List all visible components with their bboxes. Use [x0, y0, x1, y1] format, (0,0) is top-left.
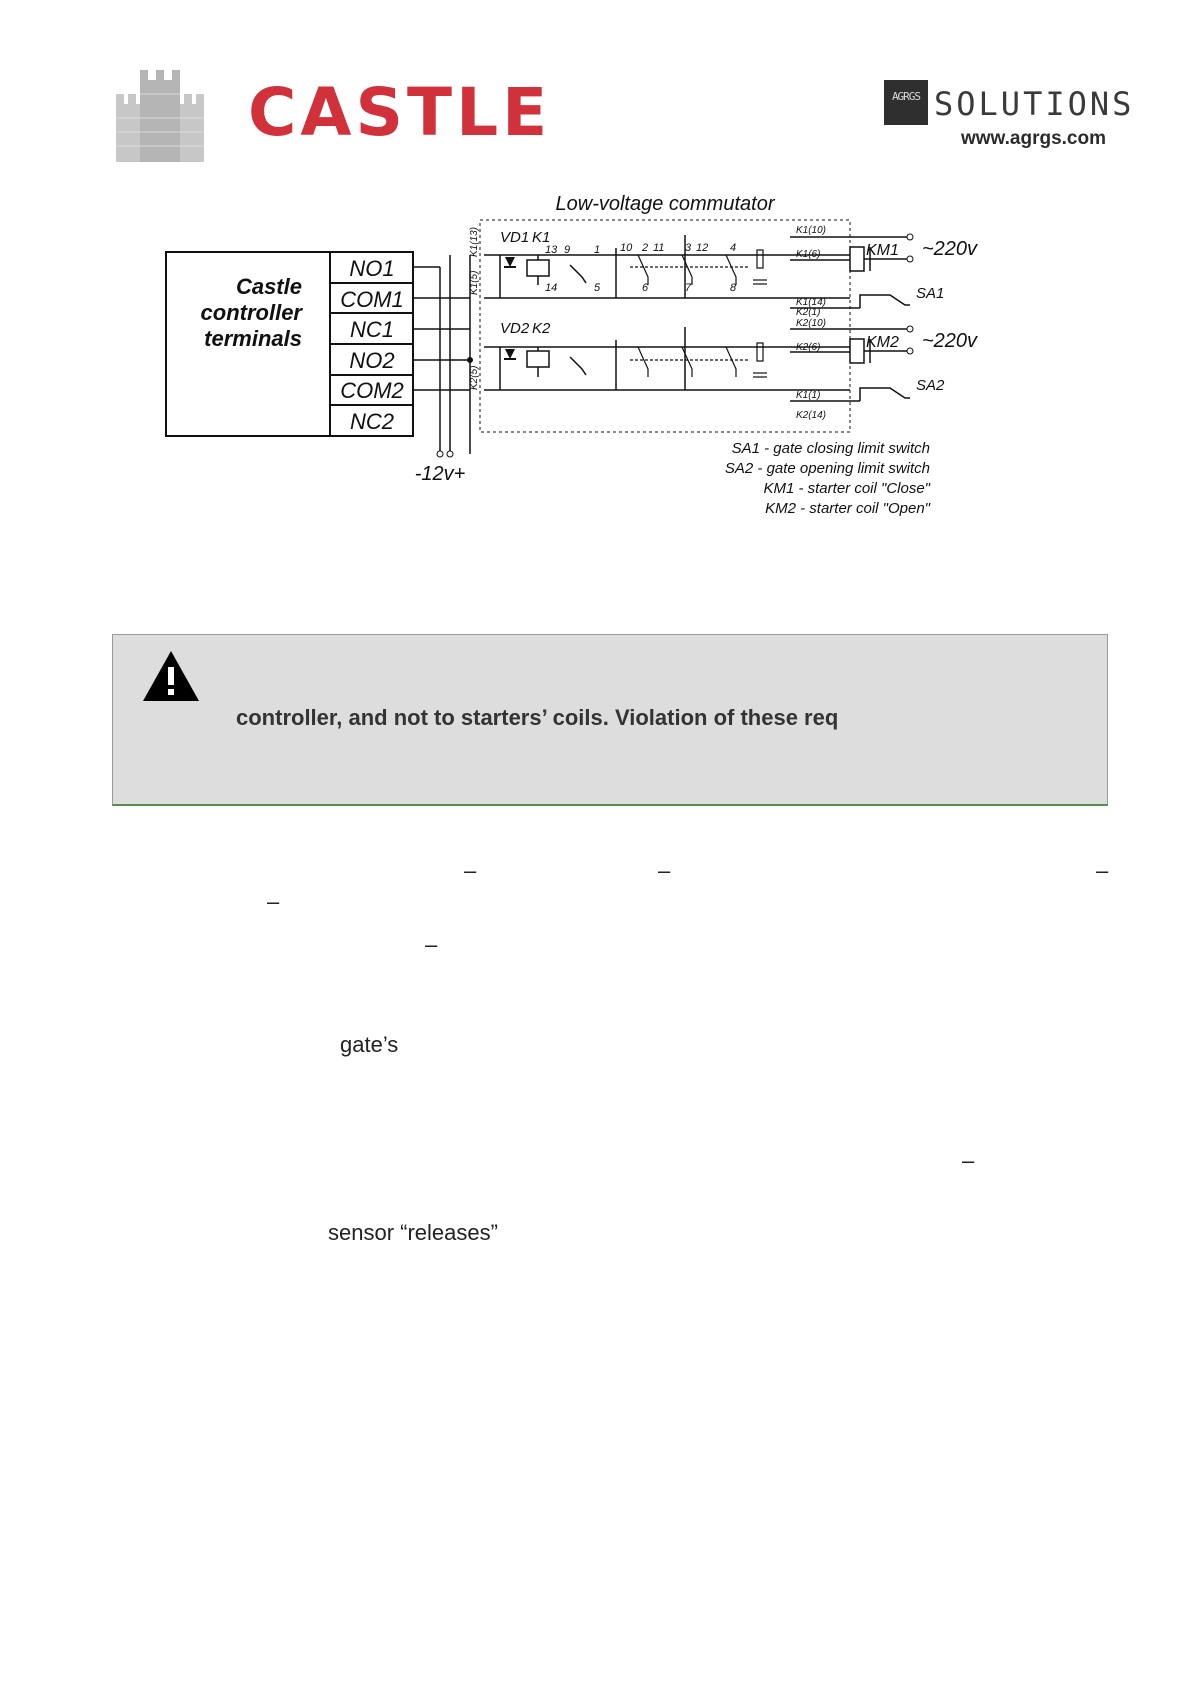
- terminal-com2: COM2: [340, 378, 404, 403]
- k1-contact-12: 12: [696, 242, 708, 254]
- switch-sa2: SA2: [916, 377, 945, 394]
- k1-contact-1: 1: [594, 244, 600, 256]
- k1-contact-8: 8: [730, 282, 737, 294]
- warning-box: controller, and not to starters’ coils. …: [112, 634, 1108, 806]
- brand-name: CASTLE: [248, 74, 552, 151]
- controller-label-3: terminals: [204, 326, 302, 351]
- k1-contact-3: 3: [685, 242, 692, 254]
- k1-contact-14: 14: [545, 282, 557, 294]
- k1-contact-2: 2: [641, 242, 648, 254]
- legend-line-4: KM2 - starter coil "Open": [765, 500, 931, 517]
- gates-fragment: gate’s: [340, 1032, 399, 1057]
- controller-label-1: Castle: [236, 274, 302, 299]
- switch-sa1: SA1: [916, 285, 944, 302]
- warning-text: controller, and not to starters’ coils. …: [236, 705, 839, 730]
- legend-line-2: SA2 - gate opening limit switch: [725, 460, 930, 477]
- k1-contact-13: 13: [545, 244, 558, 256]
- terminal-nc2: NC2: [350, 409, 394, 434]
- dash-fragment: –: [1096, 858, 1109, 883]
- tag-k1-1: K1(1): [796, 390, 820, 401]
- terminal-nc1: NC1: [350, 317, 394, 342]
- legend-line-3: KM1 - starter coil "Close": [763, 480, 930, 497]
- partner-url: www.agrgs.com: [961, 128, 1106, 149]
- controller-label-2: controller: [201, 300, 304, 325]
- tag-k1-10: K1(10): [796, 225, 826, 236]
- partner-badge: AGRGS: [884, 80, 928, 125]
- terminal-no2: NO2: [349, 348, 394, 373]
- relay2-diode: VD2: [500, 320, 530, 337]
- partner-logo: AGRGS SOLUTIONS www.agrgs.com: [884, 80, 1131, 170]
- tag-k1-5: K1(5): [469, 271, 480, 295]
- tag-k2-1: K2(1): [796, 307, 820, 318]
- tag-k2-5: K2(5): [469, 366, 480, 390]
- dash-fragment: –: [425, 932, 438, 957]
- tag-k2-6: K2(6): [796, 342, 820, 353]
- terminal-no1: NO1: [349, 256, 394, 281]
- partner-wordmark: SOLUTIONS: [934, 85, 1135, 123]
- tag-k1-6: K1(6): [796, 249, 820, 260]
- coil-km1: KM1: [866, 242, 899, 259]
- tag-k2-14: K2(14): [796, 410, 826, 421]
- relay2-coil: K2: [532, 320, 551, 337]
- sensor-fragment: sensor “releases”: [328, 1220, 498, 1245]
- dash-fragment: –: [267, 889, 280, 914]
- k1-contact-4: 4: [730, 242, 736, 254]
- dash-fragment: –: [658, 858, 671, 883]
- tag-k1-13: K1(13): [469, 227, 480, 257]
- tag-k1-14: K1(14): [796, 297, 826, 308]
- relay1-coil: K1: [532, 229, 550, 246]
- k1-contact-9: 9: [564, 244, 570, 256]
- k1-contact-6: 6: [642, 282, 649, 294]
- legend-line-1: SA1 - gate closing limit switch: [732, 440, 930, 457]
- k1-contact-10: 10: [620, 242, 633, 254]
- supply-label: -12v+: [415, 463, 466, 485]
- tag-k2-10: K2(10): [796, 318, 826, 329]
- wiring-schematic: Castle controller terminals NO1 COM1 NC1…: [165, 195, 978, 517]
- k1-contact-5: 5: [594, 282, 601, 294]
- commutator-title: Low-voltage commutator: [556, 195, 776, 215]
- dash-fragment: –: [962, 1148, 975, 1173]
- warning-triangle-icon: [143, 651, 199, 701]
- k1-contact-7: 7: [685, 282, 692, 294]
- dash-fragment: –: [464, 858, 477, 883]
- k1-contact-11: 11: [653, 242, 664, 254]
- mains-label-2: ~220v: [922, 330, 978, 352]
- castle-logo-icon: [116, 70, 204, 162]
- relay1-diode: VD1: [500, 229, 529, 246]
- mains-label-1: ~220v: [922, 238, 978, 260]
- coil-km2: KM2: [866, 334, 899, 351]
- terminal-com1: COM1: [340, 287, 404, 312]
